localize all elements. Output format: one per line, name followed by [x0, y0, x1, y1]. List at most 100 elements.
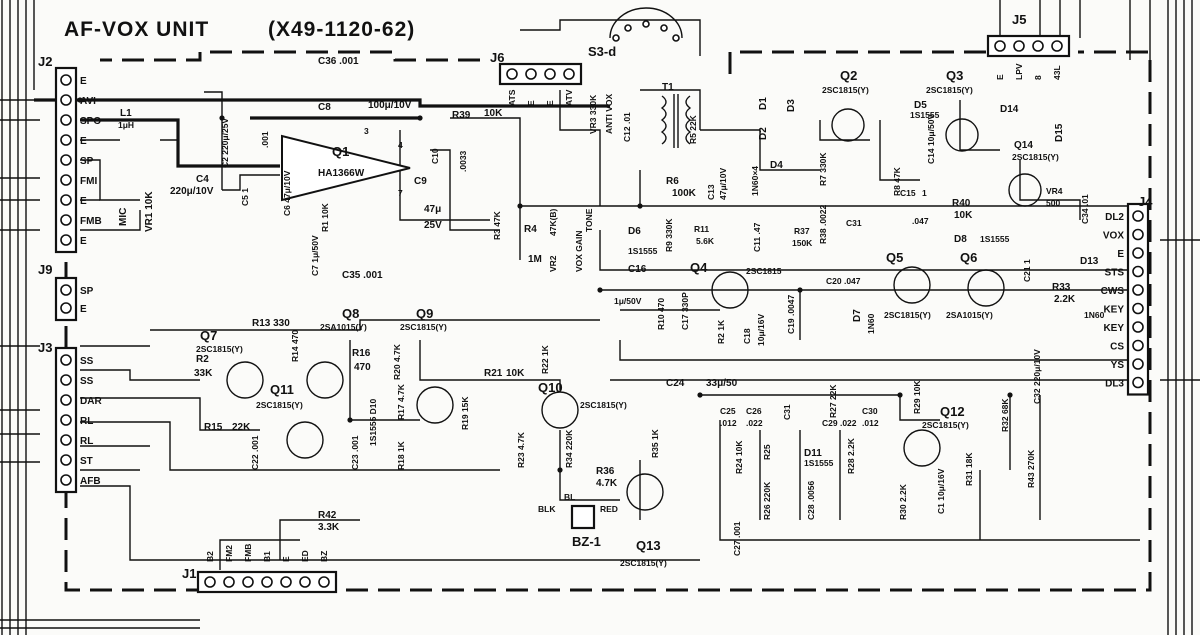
transistor-symbols: [226, 108, 1042, 511]
connector-j9-pin: [60, 302, 72, 314]
connector-j1-pin-label: B1: [262, 551, 272, 562]
label-c7: C7 1μ/50V: [310, 235, 320, 276]
connector-j4-pin: [1132, 284, 1144, 296]
label-vr2a: 47K(B): [548, 208, 558, 236]
label-r23: R23 4.7K: [516, 431, 526, 468]
connector-j6-pin-label: E: [545, 100, 555, 106]
label-d8v: 1S1555: [980, 234, 1010, 244]
connector-j6-pin: [506, 68, 518, 80]
label-r26: R26 220K: [762, 481, 772, 520]
label-c2: C2 220μ/25V: [220, 118, 230, 168]
label-r34: R34 220K: [564, 429, 574, 468]
q14-type: 2SC1815(Y): [1012, 152, 1059, 162]
q14-ref: Q14: [1014, 140, 1033, 151]
connector-j2-pin-label: E: [80, 196, 87, 207]
connector-j3-pin: [60, 474, 72, 486]
connector-j4-pin: [1132, 302, 1144, 315]
label-c31b: C31: [782, 404, 792, 420]
connector-j2-pin-label: SPO: [80, 116, 101, 127]
label-c14: C14 10μ/50V: [926, 114, 936, 164]
q7-type: 2SC1815(Y): [196, 344, 243, 354]
connector-j3-pin-label: RL: [80, 436, 93, 447]
connector-j4-pin-label: CS: [1110, 342, 1124, 353]
q11-type: 2SC1815(Y): [256, 400, 303, 410]
q9-type: 2SC1815(Y): [400, 322, 447, 332]
label-c24v: 33μ/50: [706, 378, 738, 389]
connector-j2-pin-label: SP: [80, 156, 94, 167]
q1-pin3: 3: [364, 126, 369, 136]
label-r32: R32 68K: [1000, 398, 1010, 432]
transformer-t1: [660, 94, 692, 148]
label-c9v: 47μ: [424, 204, 441, 215]
connector-j2-pin: [60, 74, 72, 86]
connector-j4-pin-label: KEY: [1103, 323, 1124, 334]
connector-j3-pin: [60, 394, 72, 406]
label-r33: R33: [1052, 282, 1071, 293]
connector-j2-pin-label: E: [80, 76, 87, 87]
connector-j3-pin-label: SS: [80, 376, 94, 387]
label-r5: R5 22K: [688, 114, 698, 144]
label-r18: R18 1K: [396, 440, 406, 470]
connector-j5-pin-label: E: [995, 74, 1005, 80]
label-c30v: .012: [862, 418, 879, 428]
label-c16: C16: [628, 264, 647, 275]
connector-j3-pin-label: AFB: [80, 476, 101, 487]
connector-j4-pin-label: STS: [1105, 268, 1125, 279]
label-r6v: 100K: [672, 188, 697, 199]
label-r21v: 10K: [506, 368, 525, 379]
label-r39v: 10K: [484, 108, 503, 119]
buzzer-bz1: [570, 504, 596, 530]
connector-j4-pin: [1132, 210, 1144, 222]
connector-j1-name: J1: [182, 566, 196, 581]
label-d7v: 1N60: [866, 313, 876, 334]
connector-j6-pin: [563, 68, 575, 80]
q1-pin7: 7: [398, 188, 403, 198]
label-r42: R42: [318, 510, 337, 521]
connector-j3-pin: [60, 434, 72, 446]
label-c26: C26: [746, 406, 762, 416]
label-c20: C20 .047: [826, 276, 861, 286]
label-d4: D4: [770, 160, 783, 171]
label-r33v: 2.2K: [1054, 294, 1076, 305]
connector-j9-pin-label: E: [80, 304, 87, 315]
label-vr2: VR2: [548, 255, 558, 272]
label-c6: C6 47μ/10V: [282, 170, 292, 216]
connector-j2-name: J2: [38, 54, 52, 69]
connector-j2-pin: [60, 154, 72, 166]
label-r2a: R2 1K: [716, 319, 726, 344]
label-r16: R16: [352, 348, 371, 359]
connector-j2-pin: [60, 234, 72, 246]
connector-j5-pin-label: LPV: [1014, 63, 1024, 80]
junction-dot: [417, 115, 423, 121]
t1-ref: T1: [662, 82, 674, 93]
label-d13v: 1N60: [1084, 310, 1105, 320]
label-r2bv: 33K: [194, 368, 213, 379]
label-l1v: 1μH: [118, 120, 134, 130]
q13-type: 2SC1815(Y): [620, 558, 667, 568]
connector-j4-pin-label: DL3: [1105, 379, 1124, 390]
label-c9: C9: [414, 176, 427, 187]
label-r36: R36: [596, 466, 615, 477]
connector-j3-pin-label: DAR: [80, 396, 102, 407]
connector-j4-pin-label: CWS: [1101, 286, 1125, 297]
connector-j6-pin-label: ATV: [564, 89, 574, 106]
label-r9: R9 330K: [664, 218, 674, 252]
label-r7: R7 330K: [818, 152, 828, 186]
label-c10v: .0033: [458, 150, 468, 172]
switch-s3d: [520, 7, 701, 56]
label-c15: C15: [900, 188, 916, 198]
junction-dot: [517, 203, 523, 209]
q8-ref: Q8: [342, 306, 359, 321]
label-d4v: 1N60×4: [750, 166, 760, 196]
q5-type: 2SC1815(Y): [884, 310, 931, 320]
label-c10: C10: [430, 148, 440, 164]
connector-j4-pin-label: VOX: [1103, 231, 1124, 242]
connector-j5-pin: [1032, 40, 1044, 52]
connector-j5: [986, 34, 1071, 58]
label-d13: D13: [1080, 256, 1099, 267]
q7-ref: Q7: [200, 328, 217, 343]
junction-dot: [637, 203, 643, 209]
bz1-blk: BLK: [538, 504, 556, 514]
label-d6v: 1S1555: [628, 246, 658, 256]
label-r3: R3 47K: [492, 210, 502, 240]
